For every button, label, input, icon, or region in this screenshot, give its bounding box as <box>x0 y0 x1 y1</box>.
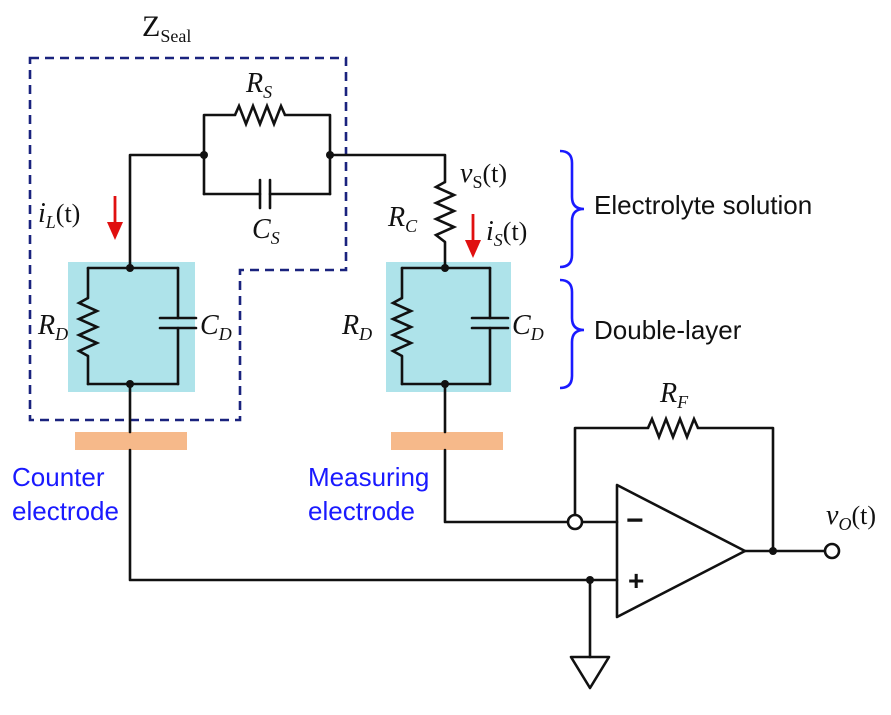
cd-right-label: CD <box>512 310 544 344</box>
bracket-double-layer <box>559 278 585 390</box>
current-arrow-il <box>107 196 123 240</box>
rf-label: RF <box>659 378 689 412</box>
rd-left-label: RD <box>37 310 68 344</box>
wire-feedback-right <box>696 426 775 553</box>
junction-dot <box>441 264 449 272</box>
wire-top-right <box>328 153 447 184</box>
current-arrow-is <box>465 214 481 258</box>
junction-dot <box>586 576 594 584</box>
rd-right-label: RD <box>341 310 372 344</box>
counter-electrode-label-line1: Counter <box>12 462 105 492</box>
wire-measuring-to-minus <box>443 448 570 524</box>
resistor-rc <box>432 180 458 244</box>
bracket-electrolyte-solution <box>559 149 585 269</box>
electrolyte-solution-label: Electrolyte solution <box>594 190 812 220</box>
op-amp-plus-sign: + <box>628 565 644 596</box>
junction-dot <box>769 547 777 555</box>
counter-electrode-plate <box>75 432 187 450</box>
wire-rs-branch-right <box>283 113 332 196</box>
measuring-electrode-plate <box>391 432 503 450</box>
wire-feedback-left <box>573 426 650 517</box>
measuring-electrode-label-line1: Measuring <box>308 462 429 492</box>
resistor-rd-left <box>75 296 101 358</box>
vs-label: vS(t) <box>460 158 507 192</box>
minus-input-terminal <box>566 513 584 531</box>
cs-label: CS <box>252 214 280 248</box>
output-terminal <box>823 542 841 560</box>
z-seal-boundary <box>28 56 348 422</box>
cd-left-label: CD <box>200 310 232 344</box>
measuring-electrode-label-line2: electrode <box>308 496 415 526</box>
z-seal-label: ZSeal <box>142 10 191 46</box>
junction-dot <box>200 151 208 159</box>
rc-label: RC <box>387 202 418 236</box>
junction-dot <box>126 264 134 272</box>
wire-rs-branch-left <box>202 113 237 196</box>
double-layer-label: Double-layer <box>594 315 742 345</box>
junction-dot <box>126 380 134 388</box>
resistor-rf <box>646 415 700 441</box>
counter-electrode-label-line2: electrode <box>12 496 119 526</box>
ground-symbol <box>569 655 611 690</box>
is-label: iS(t) <box>486 216 527 250</box>
resistor-rd-right <box>389 296 415 358</box>
resistor-rs <box>233 102 287 128</box>
wire-left-top <box>128 153 206 270</box>
vo-label: vO(t) <box>826 500 876 534</box>
il-label: iL(t) <box>38 198 80 232</box>
junction-dot <box>326 151 334 159</box>
op-amp <box>615 483 747 619</box>
rs-label: RS <box>245 68 272 102</box>
wire-counter-to-plus <box>128 448 619 582</box>
junction-dot <box>441 380 449 388</box>
op-amp-minus-sign: − <box>626 504 644 537</box>
